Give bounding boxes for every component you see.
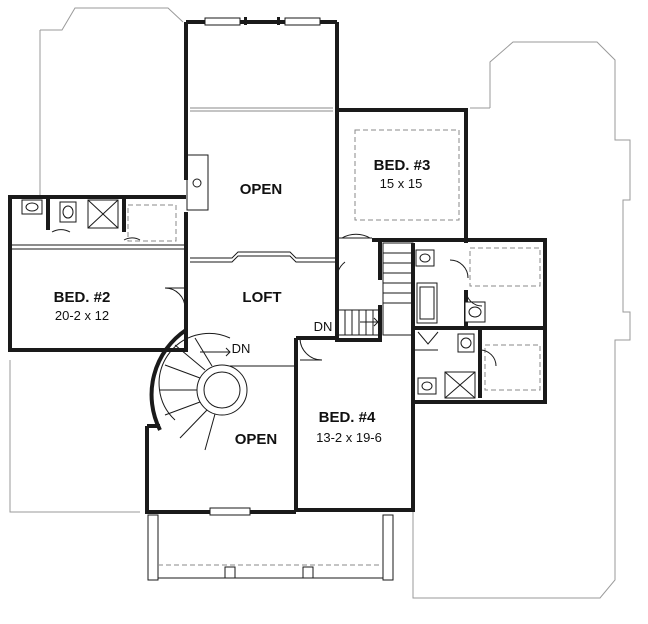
loft-label: LOFT xyxy=(242,289,281,306)
porch xyxy=(147,514,394,581)
bed4-dimensions: 13-2 x 19-6 xyxy=(316,430,382,445)
open-upper-label: OPEN xyxy=(240,181,283,198)
bed3-label: BED. #3 xyxy=(374,157,431,174)
bedroom-4 xyxy=(294,336,415,512)
bed4-label: BED. #4 xyxy=(319,409,376,426)
bed2-label: BED. #2 xyxy=(54,289,111,306)
bath-block xyxy=(411,238,547,404)
bed3-dimensions: 15 x 15 xyxy=(380,176,423,191)
stair-dn-label: DN xyxy=(314,319,333,334)
spiral-stair xyxy=(149,328,296,451)
straight-stairs xyxy=(337,242,414,336)
open-upper-room xyxy=(184,17,339,255)
bed2-dimensions: 20-2 x 12 xyxy=(55,308,109,323)
roof-outline xyxy=(9,7,631,599)
open-lower-label: OPEN xyxy=(235,431,278,448)
bedroom-3 xyxy=(337,108,468,243)
open-lower-room xyxy=(145,424,296,516)
bedroom-2 xyxy=(8,195,188,352)
spiral-dn-label: DN xyxy=(232,341,251,356)
